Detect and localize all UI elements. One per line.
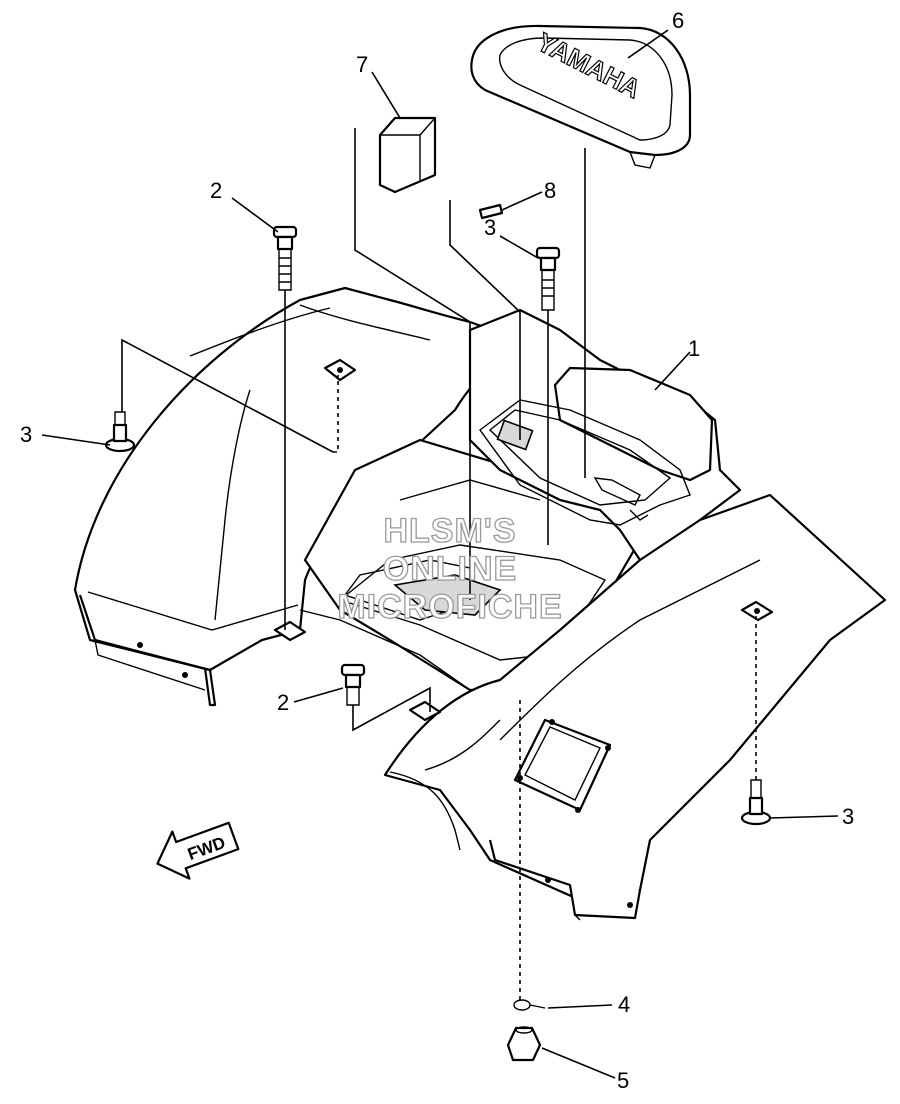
clip-part-4: [513, 999, 546, 1011]
watermark-line-1: HLSM'S: [383, 512, 516, 550]
callout-6: 6: [672, 8, 684, 33]
callout-2-top: 2: [210, 178, 222, 203]
watermark: HLSM'S ONLINE MICROFICHE: [337, 511, 563, 626]
callout-7: 7: [356, 52, 368, 77]
strip-part-8: [478, 203, 504, 220]
bolt-part-3-center: [535, 246, 561, 311]
leader-lines: [41, 29, 839, 1079]
bolt-part-3-left: [104, 411, 136, 453]
callout-1: 1: [688, 336, 700, 361]
bolt-part-3-right: [740, 779, 772, 826]
grommet-part-5: [506, 1026, 542, 1062]
assembly-lines: [121, 128, 757, 1000]
seat-cover-part-6: YAMAHA: [470, 24, 692, 169]
fwd-arrow-icon: FWD: [156, 821, 240, 880]
callout-5: 5: [617, 1068, 629, 1093]
callout-3-center: 3: [484, 215, 496, 240]
watermark-line-3: MICROFICHE: [337, 588, 562, 626]
bolt-part-2-top: [272, 225, 298, 291]
callout-2-lower: 2: [277, 690, 289, 715]
callout-3-left: 3: [20, 422, 32, 447]
bolt-part-2-lower: [340, 663, 366, 706]
callout-8: 8: [544, 178, 556, 203]
pad-part-7: [378, 116, 437, 194]
watermark-line-2: ONLINE: [383, 550, 517, 588]
callout-4: 4: [618, 992, 630, 1017]
rear-fender-part-1: [73, 286, 887, 921]
callout-3-right: 3: [842, 804, 854, 829]
